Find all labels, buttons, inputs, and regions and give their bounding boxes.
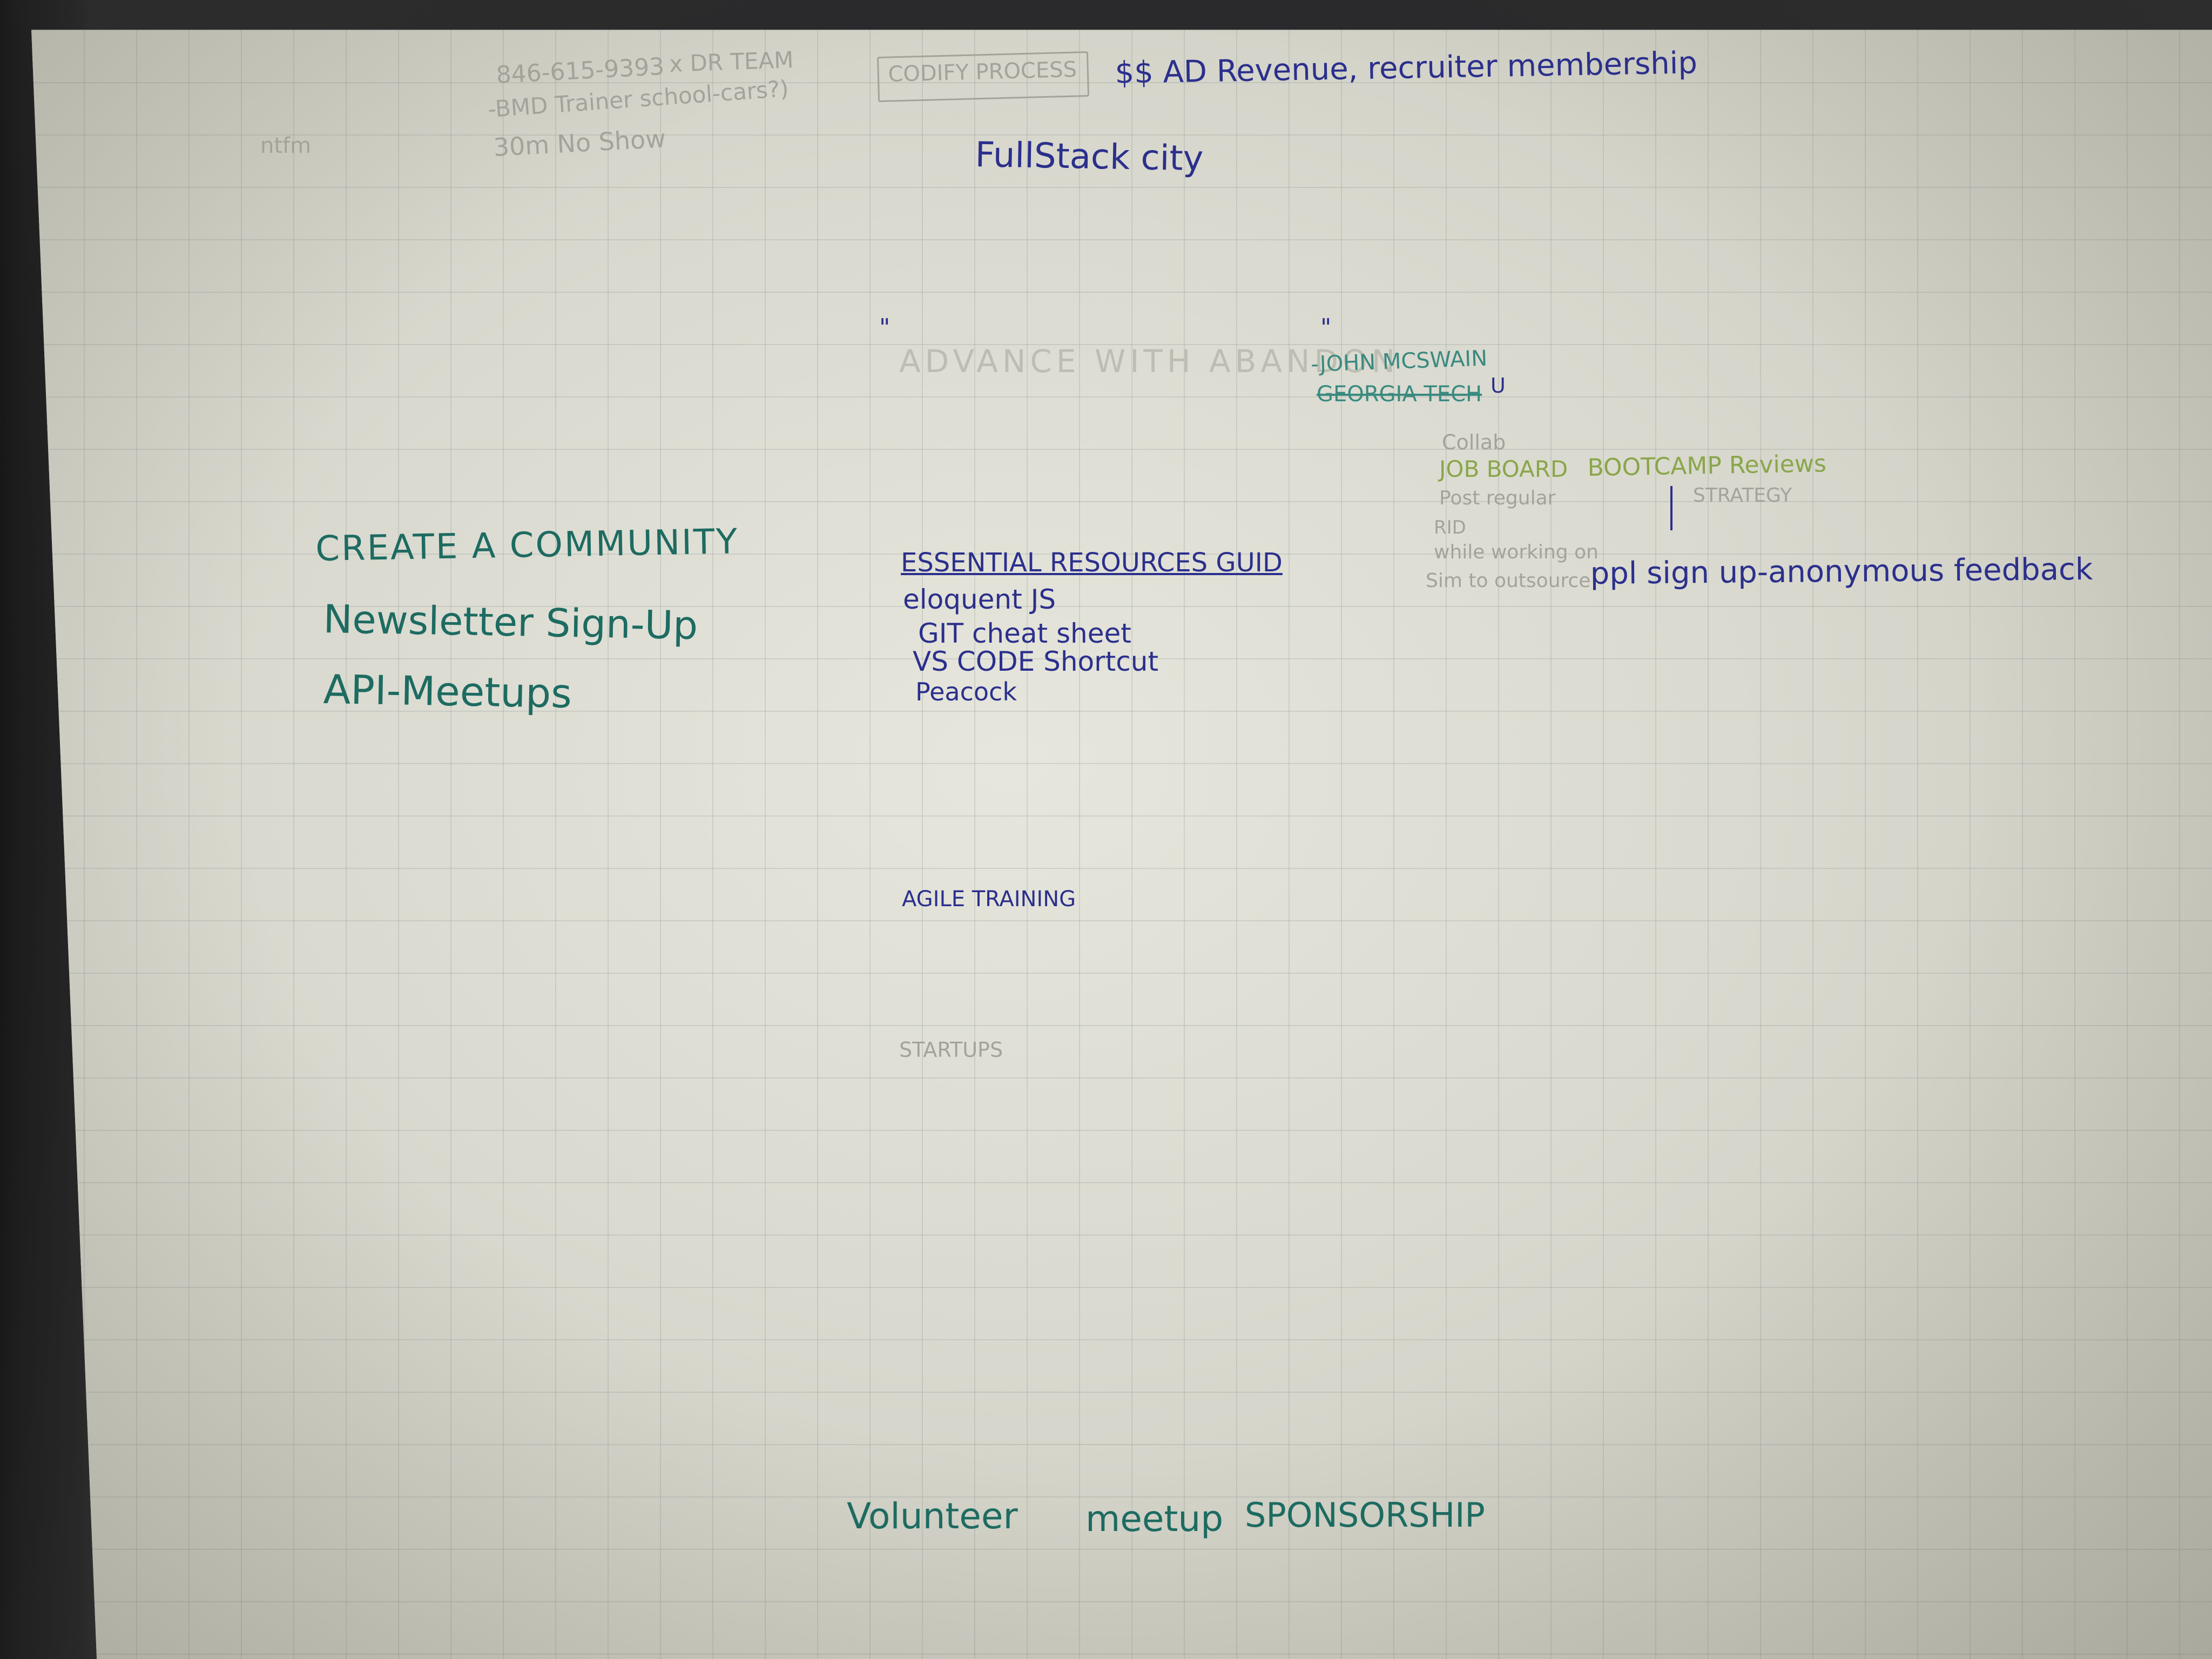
collab-note: Collab bbox=[1442, 430, 1506, 454]
while-working-note: while working on bbox=[1434, 541, 1599, 563]
resource-item-peacock: Peacock bbox=[915, 677, 1017, 706]
sign-up-note: ppl sign up-anonymous feedback bbox=[1590, 551, 2093, 591]
tm-note: ntfm bbox=[260, 133, 312, 158]
rid-note: RID bbox=[1434, 517, 1466, 538]
volunteer-note: Volunteer bbox=[847, 1495, 1018, 1537]
community-heading: CREATE A COMMUNITY bbox=[315, 522, 739, 569]
resource-item-vscode: VS CODE Shortcut bbox=[913, 646, 1159, 677]
outsource-note: Sim to outsource bbox=[1426, 570, 1591, 592]
job-board-note: JOB BOARD bbox=[1439, 456, 1568, 482]
sponsorship-note: SPONSORSHIP bbox=[1245, 1495, 1485, 1535]
agile-training-note: AGILE TRAINING bbox=[902, 887, 1076, 912]
community-item-meetups: API-Meetups bbox=[322, 666, 572, 718]
strategy-note: STRATEGY bbox=[1693, 484, 1792, 507]
quote-open: " bbox=[879, 314, 891, 341]
team-note: x DR TEAM bbox=[669, 46, 794, 77]
resource-item-eloquent: eloquent JS bbox=[903, 584, 1056, 615]
codify-note: CODIFY PROCESS bbox=[887, 57, 1077, 87]
startups-note: STARTUPS bbox=[899, 1038, 1003, 1062]
quote-close: " bbox=[1320, 314, 1332, 341]
meetup-note: meetup bbox=[1085, 1498, 1224, 1540]
attribution-name: -JOHN MCSWAIN bbox=[1310, 346, 1488, 377]
resources-heading: ESSENTIAL RESOURCES GUID bbox=[901, 548, 1283, 578]
post-regular-note: Post regular bbox=[1439, 487, 1556, 509]
community-item-newsletter: Newsletter Sign-Up bbox=[322, 596, 698, 649]
bootcamp-reviews-note: BOOTCAMP Reviews bbox=[1587, 450, 1827, 482]
tagline-text: ADVANCE WITH ABANDON bbox=[899, 343, 1400, 380]
attribution-mark: U bbox=[1491, 374, 1506, 397]
attribution-school: GEORGIA TECH bbox=[1317, 382, 1482, 407]
divider-tick bbox=[1670, 486, 1673, 530]
grid-paper-sheet bbox=[31, 30, 2212, 1659]
app-title: FullStack city bbox=[974, 135, 1204, 179]
resource-item-git: GIT cheat sheet bbox=[918, 618, 1131, 649]
